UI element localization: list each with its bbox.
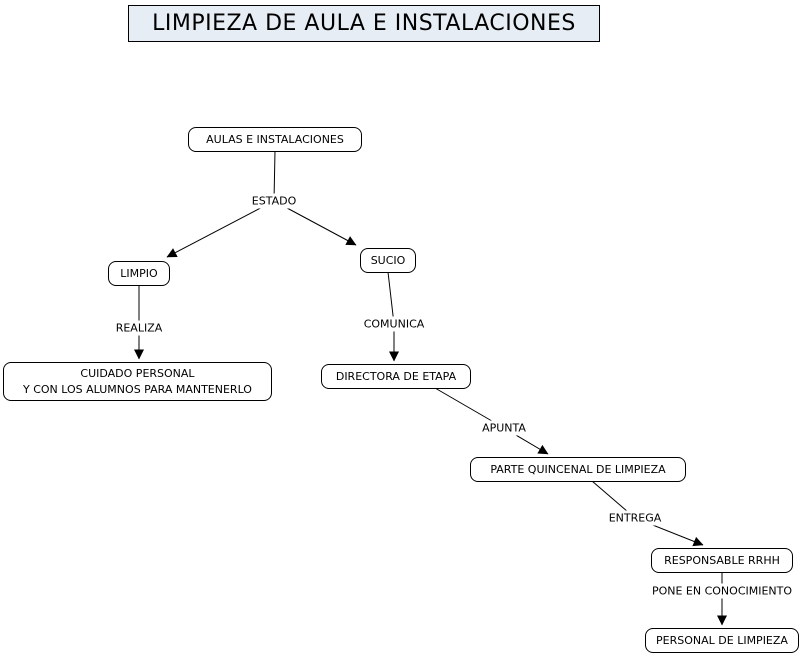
link-label-entrega[interactable]: ENTREGA [604,510,666,526]
node-responsable-rrhh[interactable]: RESPONSABLE RRHH [651,548,793,573]
edge-arrow-estado-limpio [166,200,275,258]
node-sucio[interactable]: SUCIO [360,248,416,273]
node-parte-quincenal-de-limpieza[interactable]: PARTE QUINCENAL DE LIMPIEZA [470,457,686,482]
node-personal-de-limpieza[interactable]: PERSONAL DE LIMPIEZA [645,628,799,653]
node-cuidado-personal[interactable]: CUIDADO PERSONAL Y CON LOS ALUMNOS PARA … [3,362,272,401]
node-directora-de-etapa[interactable]: DIRECTORA DE ETAPA [321,364,471,389]
node-aulas-e-instalaciones[interactable]: AULAS E INSTALACIONES [188,127,362,152]
link-label-apunta[interactable]: APUNTA [478,420,530,436]
link-label-pone-en-conocimiento[interactable]: PONE EN CONOCIMIENTO [647,583,797,599]
map-title: LIMPIEZA DE AULA E INSTALACIONES [128,5,600,42]
link-label-estado[interactable]: ESTADO [247,193,301,209]
link-label-realiza[interactable]: REALIZA [111,320,167,336]
edge-line-aulas-estado [273,150,276,202]
link-label-comunica[interactable]: COMUNICA [359,316,429,332]
node-limpio[interactable]: LIMPIO [108,261,170,286]
